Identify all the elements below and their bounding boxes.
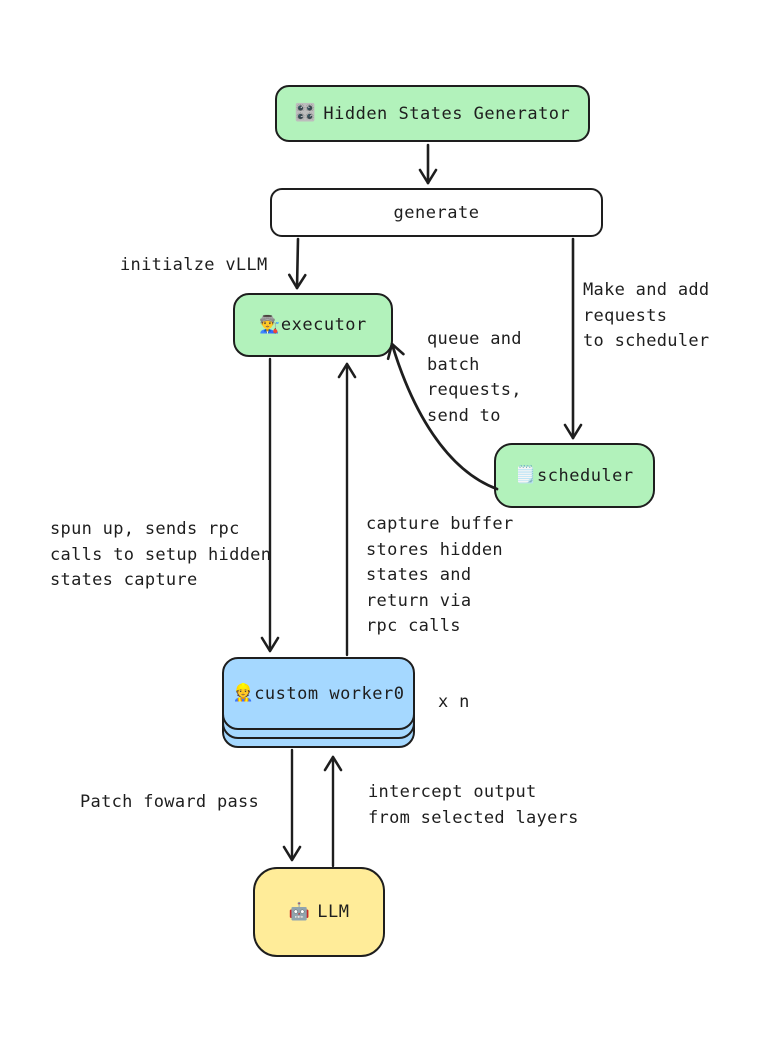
notepad-icon: 🗒️ [515,465,538,485]
control-knobs-icon: 🎛️ [294,103,317,123]
edge-generate-to-executor [287,237,307,290]
label-make-add-requests: Make and add requests to scheduler [583,280,710,351]
label-initialize-vllm: initialze vLLM [120,255,268,275]
node-scheduler-label: scheduler [537,465,634,486]
node-generate: generate [270,188,603,237]
node-scheduler: 🗒️ scheduler [494,443,655,508]
node-llm: 🤖 LLM [253,867,385,957]
node-llm-label: LLM [317,902,350,922]
node-executor: 👨‍🏭 executor [233,293,393,357]
node-hidden-states-generator-label: Hidden States Generator [323,103,571,124]
node-custom-worker-label: custom worker0 [254,683,405,704]
construction-worker-icon: 👷 [232,683,255,703]
label-spun-up-rpc: spun up, sends rpc calls to setup hidden… [50,519,272,590]
robot-icon: 🤖 [288,901,311,922]
label-queue-batch-requests: queue and batch requests, send to [427,329,522,426]
node-executor-label: executor [280,315,367,335]
label-patch-forward-pass: Patch foward pass [80,792,260,812]
label-worker-multiplier: x n [438,692,470,712]
node-hidden-states-generator: 🎛️ Hidden States Generator [275,85,590,142]
node-custom-worker: 👷 custom worker0 [222,657,415,730]
factory-worker-icon: 👨‍🏭 [259,314,281,335]
node-generate-label: generate [393,202,480,223]
label-capture-buffer: capture buffer stores hidden states and … [366,514,514,636]
label-intercept-output: intercept output from selected layers [368,782,579,828]
